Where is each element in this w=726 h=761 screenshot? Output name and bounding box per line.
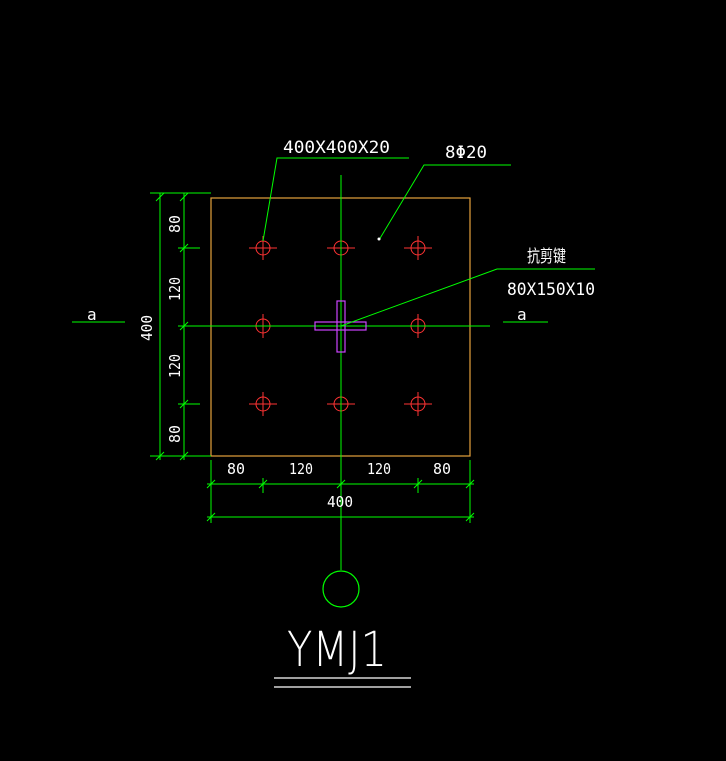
shear-key-title: 抗剪键 — [527, 247, 566, 267]
bottom-dim-3: 120 — [367, 460, 391, 478]
shear-key-size: 80X150X10 — [507, 280, 595, 300]
shear-key — [314, 300, 367, 353]
bottom-dim-total: 400 — [327, 493, 353, 511]
bolt — [404, 236, 432, 260]
leader-dot — [377, 237, 381, 241]
leaders — [262, 157, 595, 327]
drawing-title: YMJ1 — [287, 622, 387, 678]
bolt — [404, 392, 432, 416]
bolts-label: 8Φ20 — [445, 143, 487, 163]
bottom-dim-1: 80 — [227, 460, 245, 478]
bottom-dim-4: 80 — [433, 460, 451, 478]
title-underline — [274, 677, 411, 688]
left-dim-4: 80 — [166, 425, 184, 443]
shear-key-leader — [340, 268, 595, 327]
bottom-dimension — [206, 460, 475, 523]
section-label-left: a — [87, 305, 97, 324]
left-dim-total: 400 — [138, 315, 156, 341]
bottom-dim-2: 120 — [289, 460, 313, 478]
bolts-leader — [378, 164, 511, 241]
section-label-right: a — [517, 305, 527, 324]
left-dim-3: 120 — [166, 354, 184, 378]
left-dim-2: 120 — [166, 277, 184, 301]
axis-bubble — [322, 570, 360, 608]
plate-size-leader — [262, 157, 409, 242]
bolt-center-marks — [249, 236, 432, 416]
left-dim-1: 80 — [166, 215, 184, 233]
bolt — [249, 392, 277, 416]
left-dimension — [150, 192, 211, 461]
plate-size-label: 400X400X20 — [283, 138, 390, 158]
